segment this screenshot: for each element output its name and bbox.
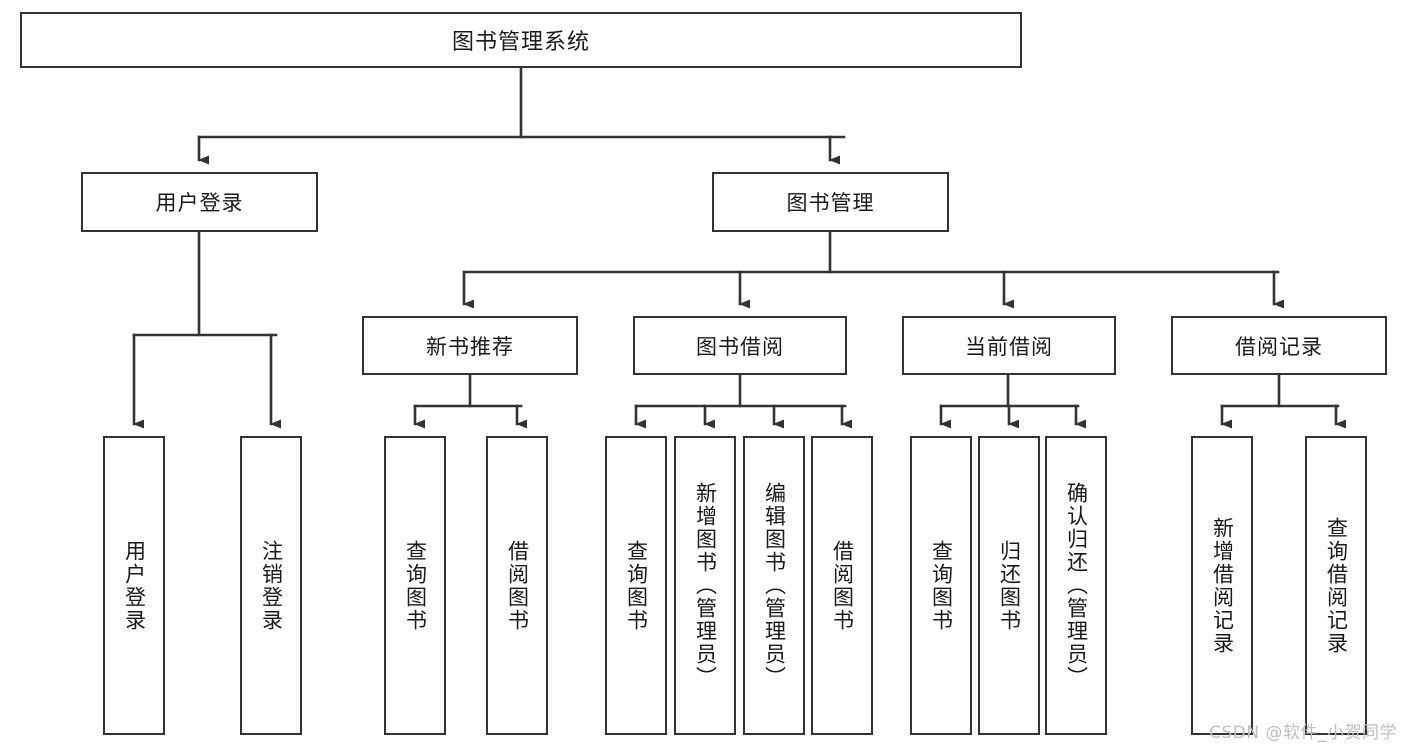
node-leaf-query-book-2-label: 查询图书 xyxy=(624,539,649,632)
node-book-management[interactable]: 图书管理 xyxy=(712,172,949,232)
node-user-login[interactable]: 用户登录 xyxy=(81,172,318,232)
node-leaf-logout-login-label: 注销登录 xyxy=(259,539,284,632)
node-leaf-confirm-return[interactable]: 确认归还（管理员） xyxy=(1045,436,1107,735)
node-borrow-record[interactable]: 借阅记录 xyxy=(1171,316,1387,375)
node-leaf-query-record-label: 查询借阅记录 xyxy=(1324,516,1349,655)
node-leaf-confirm-return-label: 确认归还（管理员） xyxy=(1064,482,1089,689)
node-book-management-label: 图书管理 xyxy=(786,191,875,215)
node-leaf-borrow-book-1-label: 借阅图书 xyxy=(505,539,530,632)
node-new-book-recommend-label: 新书推荐 xyxy=(426,334,514,359)
node-leaf-borrow-book-2-label: 借阅图书 xyxy=(830,539,855,632)
node-leaf-add-record[interactable]: 新增借阅记录 xyxy=(1191,436,1253,735)
csdn-watermark: CSDN @软件_小贺同学 xyxy=(1209,723,1397,743)
node-leaf-edit-book-label: 编辑图书（管理员） xyxy=(762,482,787,689)
node-leaf-query-book-2[interactable]: 查询图书 xyxy=(605,436,667,735)
node-leaf-borrow-book-1[interactable]: 借阅图书 xyxy=(486,436,548,735)
node-leaf-query-book-1[interactable]: 查询图书 xyxy=(384,436,446,735)
node-leaf-query-book-1-label: 查询图书 xyxy=(403,539,428,632)
node-book-borrow-label: 图书借阅 xyxy=(696,334,784,359)
node-current-borrow-label: 当前借阅 xyxy=(965,334,1053,359)
node-current-borrow[interactable]: 当前借阅 xyxy=(902,316,1116,375)
node-leaf-query-book-3[interactable]: 查询图书 xyxy=(910,436,972,735)
node-leaf-return-book[interactable]: 归还图书 xyxy=(978,436,1040,735)
node-root-label: 图书管理系统 xyxy=(451,30,590,55)
node-new-book-recommend[interactable]: 新书推荐 xyxy=(362,316,578,375)
node-leaf-logout-login[interactable]: 注销登录 xyxy=(240,436,302,735)
node-leaf-add-book-label: 新增图书（管理员） xyxy=(693,482,718,689)
node-leaf-query-record[interactable]: 查询借阅记录 xyxy=(1305,436,1367,735)
node-leaf-query-book-3-label: 查询图书 xyxy=(929,539,954,632)
node-root[interactable]: 图书管理系统 xyxy=(20,12,1022,68)
node-leaf-edit-book[interactable]: 编辑图书（管理员） xyxy=(743,436,805,735)
node-user-login-label: 用户登录 xyxy=(155,191,244,215)
node-borrow-record-label: 借阅记录 xyxy=(1235,334,1323,359)
node-leaf-add-book[interactable]: 新增图书（管理员） xyxy=(674,436,736,735)
node-leaf-user-login[interactable]: 用户登录 xyxy=(103,436,165,735)
node-leaf-borrow-book-2[interactable]: 借阅图书 xyxy=(811,436,873,735)
node-leaf-return-book-label: 归还图书 xyxy=(997,539,1022,632)
node-book-borrow[interactable]: 图书借阅 xyxy=(633,316,847,375)
node-leaf-add-record-label: 新增借阅记录 xyxy=(1210,516,1235,655)
node-leaf-user-login-label: 用户登录 xyxy=(122,539,147,632)
